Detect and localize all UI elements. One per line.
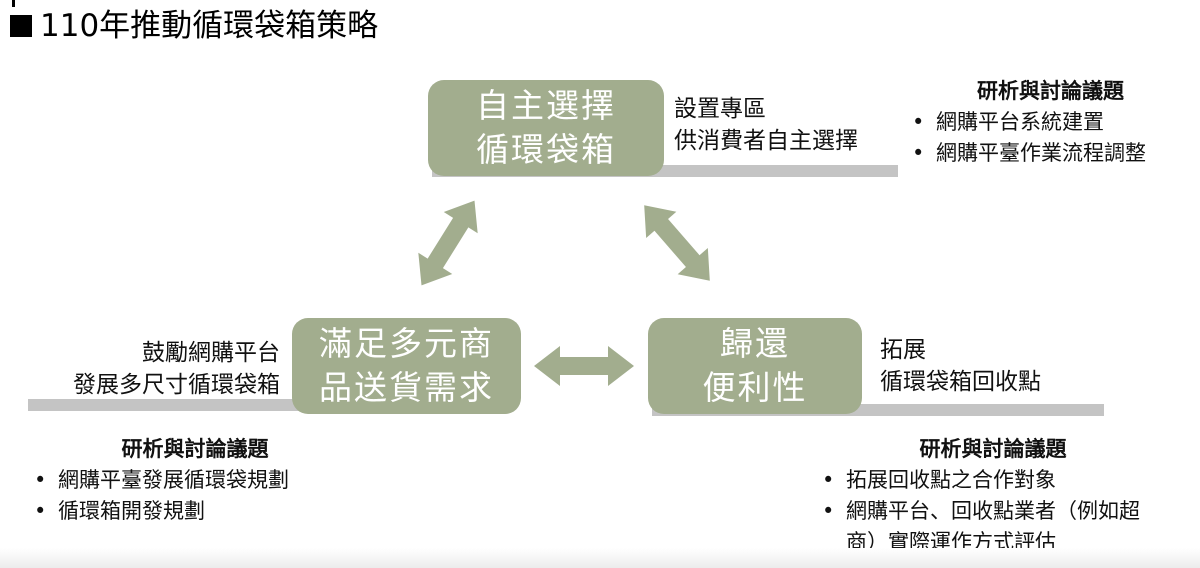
top-topics-list: 網購平台系統建置 網購平臺作業流程調整 (908, 107, 1193, 169)
top-side-note-line1: 設置專區 (674, 96, 766, 122)
box-delivery-needs-line2: 品送貨需求 (319, 368, 494, 407)
left-topics-heading: 研析與討論議題 (121, 437, 269, 461)
top-topic-item: 網購平台系統建置 (908, 107, 1193, 138)
right-side-note: 拓展 循環袋箱回收點 (880, 334, 1041, 398)
top-side-note-line2: 供消費者自主選擇 (674, 128, 858, 154)
left-side-note-line1: 鼓勵網購平台 (142, 340, 280, 366)
right-topics-list: 拓展回收點之合作對象 網購平台、回收點業者（例如超商）實際運作方式評估 (818, 465, 1168, 558)
left-topic-item: 網購平臺發展循環袋規劃 (30, 465, 360, 496)
box-self-choice-line1: 自主選擇 (476, 86, 616, 125)
top-discussion-topics: 研析與討論議題 網購平台系統建置 網購平臺作業流程調整 (908, 76, 1193, 169)
right-topics-heading: 研析與討論議題 (919, 437, 1067, 461)
double-arrow-icon-top-left (418, 200, 478, 286)
top-side-note: 設置專區 供消費者自主選擇 (674, 93, 858, 157)
left-discussion-topics: 研析與討論議題 網購平臺發展循環袋規劃 循環箱開發規劃 (30, 434, 360, 527)
top-topics-heading: 研析與討論議題 (977, 79, 1124, 103)
bottom-shadow (0, 548, 1200, 568)
left-topics-list: 網購平臺發展循環袋規劃 循環箱開發規劃 (30, 465, 360, 527)
box-self-choice-line2: 循環袋箱 (476, 130, 616, 169)
double-arrow-icon-bottom (534, 346, 634, 386)
top-edge-mark (12, 0, 15, 7)
box-delivery-needs: 滿足多元商 品送貨需求 (292, 318, 521, 414)
right-topic-item: 拓展回收點之合作對象 (818, 465, 1168, 496)
square-bullet-icon (10, 15, 32, 37)
page-title: 110年推動循環袋箱策略 (10, 6, 378, 46)
box-self-choice: 自主選擇 循環袋箱 (428, 80, 664, 176)
right-discussion-topics: 研析與討論議題 拓展回收點之合作對象 網購平台、回收點業者（例如超商）實際運作方… (818, 434, 1168, 558)
box-return-convenience-line2: 便利性 (702, 368, 808, 407)
page-title-text: 110年推動循環袋箱策略 (40, 8, 379, 44)
right-side-note-line1: 拓展 (880, 337, 926, 363)
left-side-note: 鼓勵網購平台 發展多尺寸循環袋箱 (73, 337, 280, 401)
right-side-note-line2: 循環袋箱回收點 (880, 369, 1041, 395)
top-topic-item: 網購平臺作業流程調整 (908, 138, 1193, 169)
left-topic-item: 循環箱開發規劃 (30, 496, 360, 527)
box-return-convenience-line1: 歸還 (720, 324, 790, 363)
double-arrow-icon-top-right (644, 205, 710, 281)
box-delivery-needs-line1: 滿足多元商 (319, 324, 494, 363)
left-side-note-line2: 發展多尺寸循環袋箱 (73, 372, 280, 398)
box-return-convenience: 歸還 便利性 (648, 318, 862, 414)
